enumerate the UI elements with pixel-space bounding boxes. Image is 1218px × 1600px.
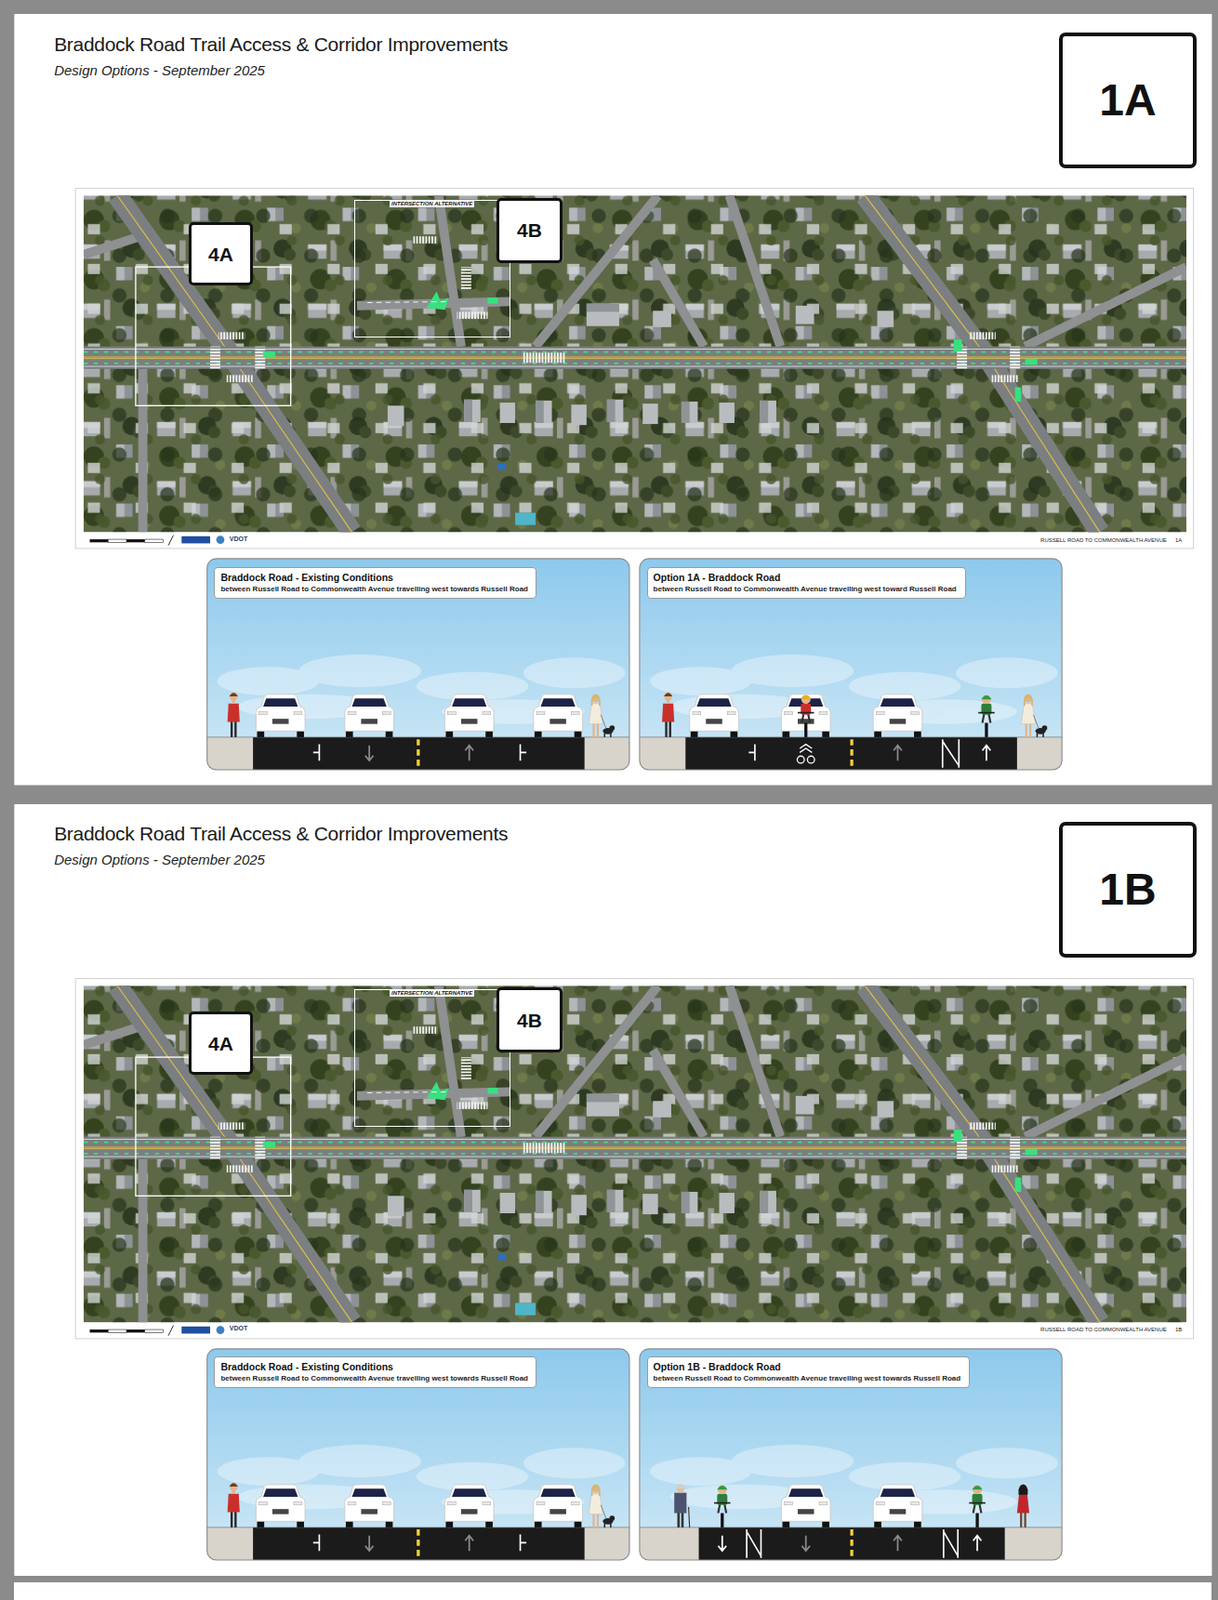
callout-number: 4A — [208, 1033, 234, 1054]
section-label: Braddock Road - Existing Conditionsbetwe… — [213, 567, 537, 599]
sheet-title: RUSSELL ROAD TO COMMONWEALTH AVENUE — [1040, 537, 1167, 543]
page-title: Braddock Road Trail Access & Corridor Im… — [53, 822, 508, 846]
section-label: Option 1A - Braddock Roadbetween Russell… — [647, 567, 967, 599]
sheet-artwork — [207, 558, 630, 770]
sheet-artwork — [0, 13, 1218, 786]
sheet-title: RUSSELL ROAD TO COMMONWEALTH AVENUE — [1040, 1326, 1167, 1333]
inset-caption: INTERSECTION ALTERNATIVE — [389, 200, 475, 208]
sheet-number-holder: 1A — [1175, 537, 1182, 543]
sheet-artwork — [0, 804, 1218, 1577]
sheet-artwork — [639, 1349, 1062, 1561]
sheet-number: 1A — [1175, 537, 1182, 543]
inset-frame: INTERSECTION ALTERNATIVE — [354, 199, 511, 338]
logo-text-holder: VDOT — [229, 535, 248, 543]
page-title-holder: Braddock Road Trail Access & Corridor Im… — [53, 33, 508, 56]
logo-text: VDOT — [229, 535, 248, 543]
section-description: between Russell Road to Commonwealth Ave… — [220, 1374, 530, 1384]
section-heading: Braddock Road - Existing Conditions — [220, 571, 530, 585]
section-label: Braddock Road - Existing Conditionsbetwe… — [213, 1356, 537, 1389]
sheet-number: 1A — [1098, 78, 1156, 123]
sheet-number-box: 1A — [1059, 32, 1197, 169]
sheet-artwork — [75, 188, 1193, 549]
next-sheet-edge — [13, 1582, 1212, 1600]
sheet-artwork — [13, 804, 1212, 1577]
sheet-number: 1B — [1175, 1326, 1182, 1333]
callout-number: 4A — [208, 244, 234, 265]
section-description: between Russell Road to Commonwealth Ave… — [220, 584, 530, 595]
page-subtitle: Design Options - September 2025 — [53, 62, 265, 79]
sheet-artwork — [13, 13, 1212, 786]
section-heading: Braddock Road - Existing Conditions — [220, 1361, 530, 1375]
sheet-artwork — [639, 1349, 1062, 1561]
sheet-number-box: 1B — [1059, 821, 1197, 958]
section-label: Option 1B - Braddock Roadbetween Russell… — [647, 1356, 970, 1389]
sheet-number: 1B — [1098, 867, 1156, 913]
section-heading: Option 1A - Braddock Road — [653, 571, 960, 585]
callout-number: 4B — [496, 198, 562, 264]
logo-text-holder: VDOT — [229, 1324, 248, 1332]
page-title-holder: Braddock Road Trail Access & Corridor Im… — [53, 822, 508, 846]
callout-number: 4B — [516, 1010, 543, 1031]
section-description: between Russell Road to Commonwealth Ave… — [653, 584, 960, 595]
inset-frame: INTERSECTION ALTERNATIVE — [354, 989, 511, 1127]
section-description: between Russell Road to Commonwealth Ave… — [653, 1374, 964, 1384]
sheet-artwork — [75, 978, 1193, 1338]
sheet-artwork — [207, 558, 630, 770]
page-title: Braddock Road Trail Access & Corridor Im… — [53, 33, 508, 56]
sheet-artwork — [207, 1349, 630, 1561]
callout-number: 4B — [496, 987, 562, 1053]
page-subtitle: Design Options - September 2025 — [53, 851, 265, 868]
sheet-artwork — [207, 1349, 630, 1561]
callout-number: 4A — [188, 1011, 253, 1075]
sheet-title-holder: RUSSELL ROAD TO COMMONWEALTH AVENUE — [1040, 1326, 1167, 1333]
callout-number: 4B — [516, 220, 543, 240]
sheet-artwork — [639, 558, 1062, 770]
sheet-number-holder: 1B — [1175, 1326, 1182, 1333]
page-subtitle-holder: Design Options - September 2025 — [53, 851, 265, 868]
sheet-title-holder: RUSSELL ROAD TO COMMONWEALTH AVENUE — [1040, 537, 1167, 543]
callout-number: 4A — [188, 222, 253, 286]
section-heading: Option 1B - Braddock Road — [653, 1361, 964, 1375]
sheet-artwork — [639, 558, 1062, 770]
inset-caption: INTERSECTION ALTERNATIVE — [389, 990, 475, 997]
page-subtitle-holder: Design Options - September 2025 — [53, 62, 265, 79]
logo-text: VDOT — [229, 1324, 248, 1332]
